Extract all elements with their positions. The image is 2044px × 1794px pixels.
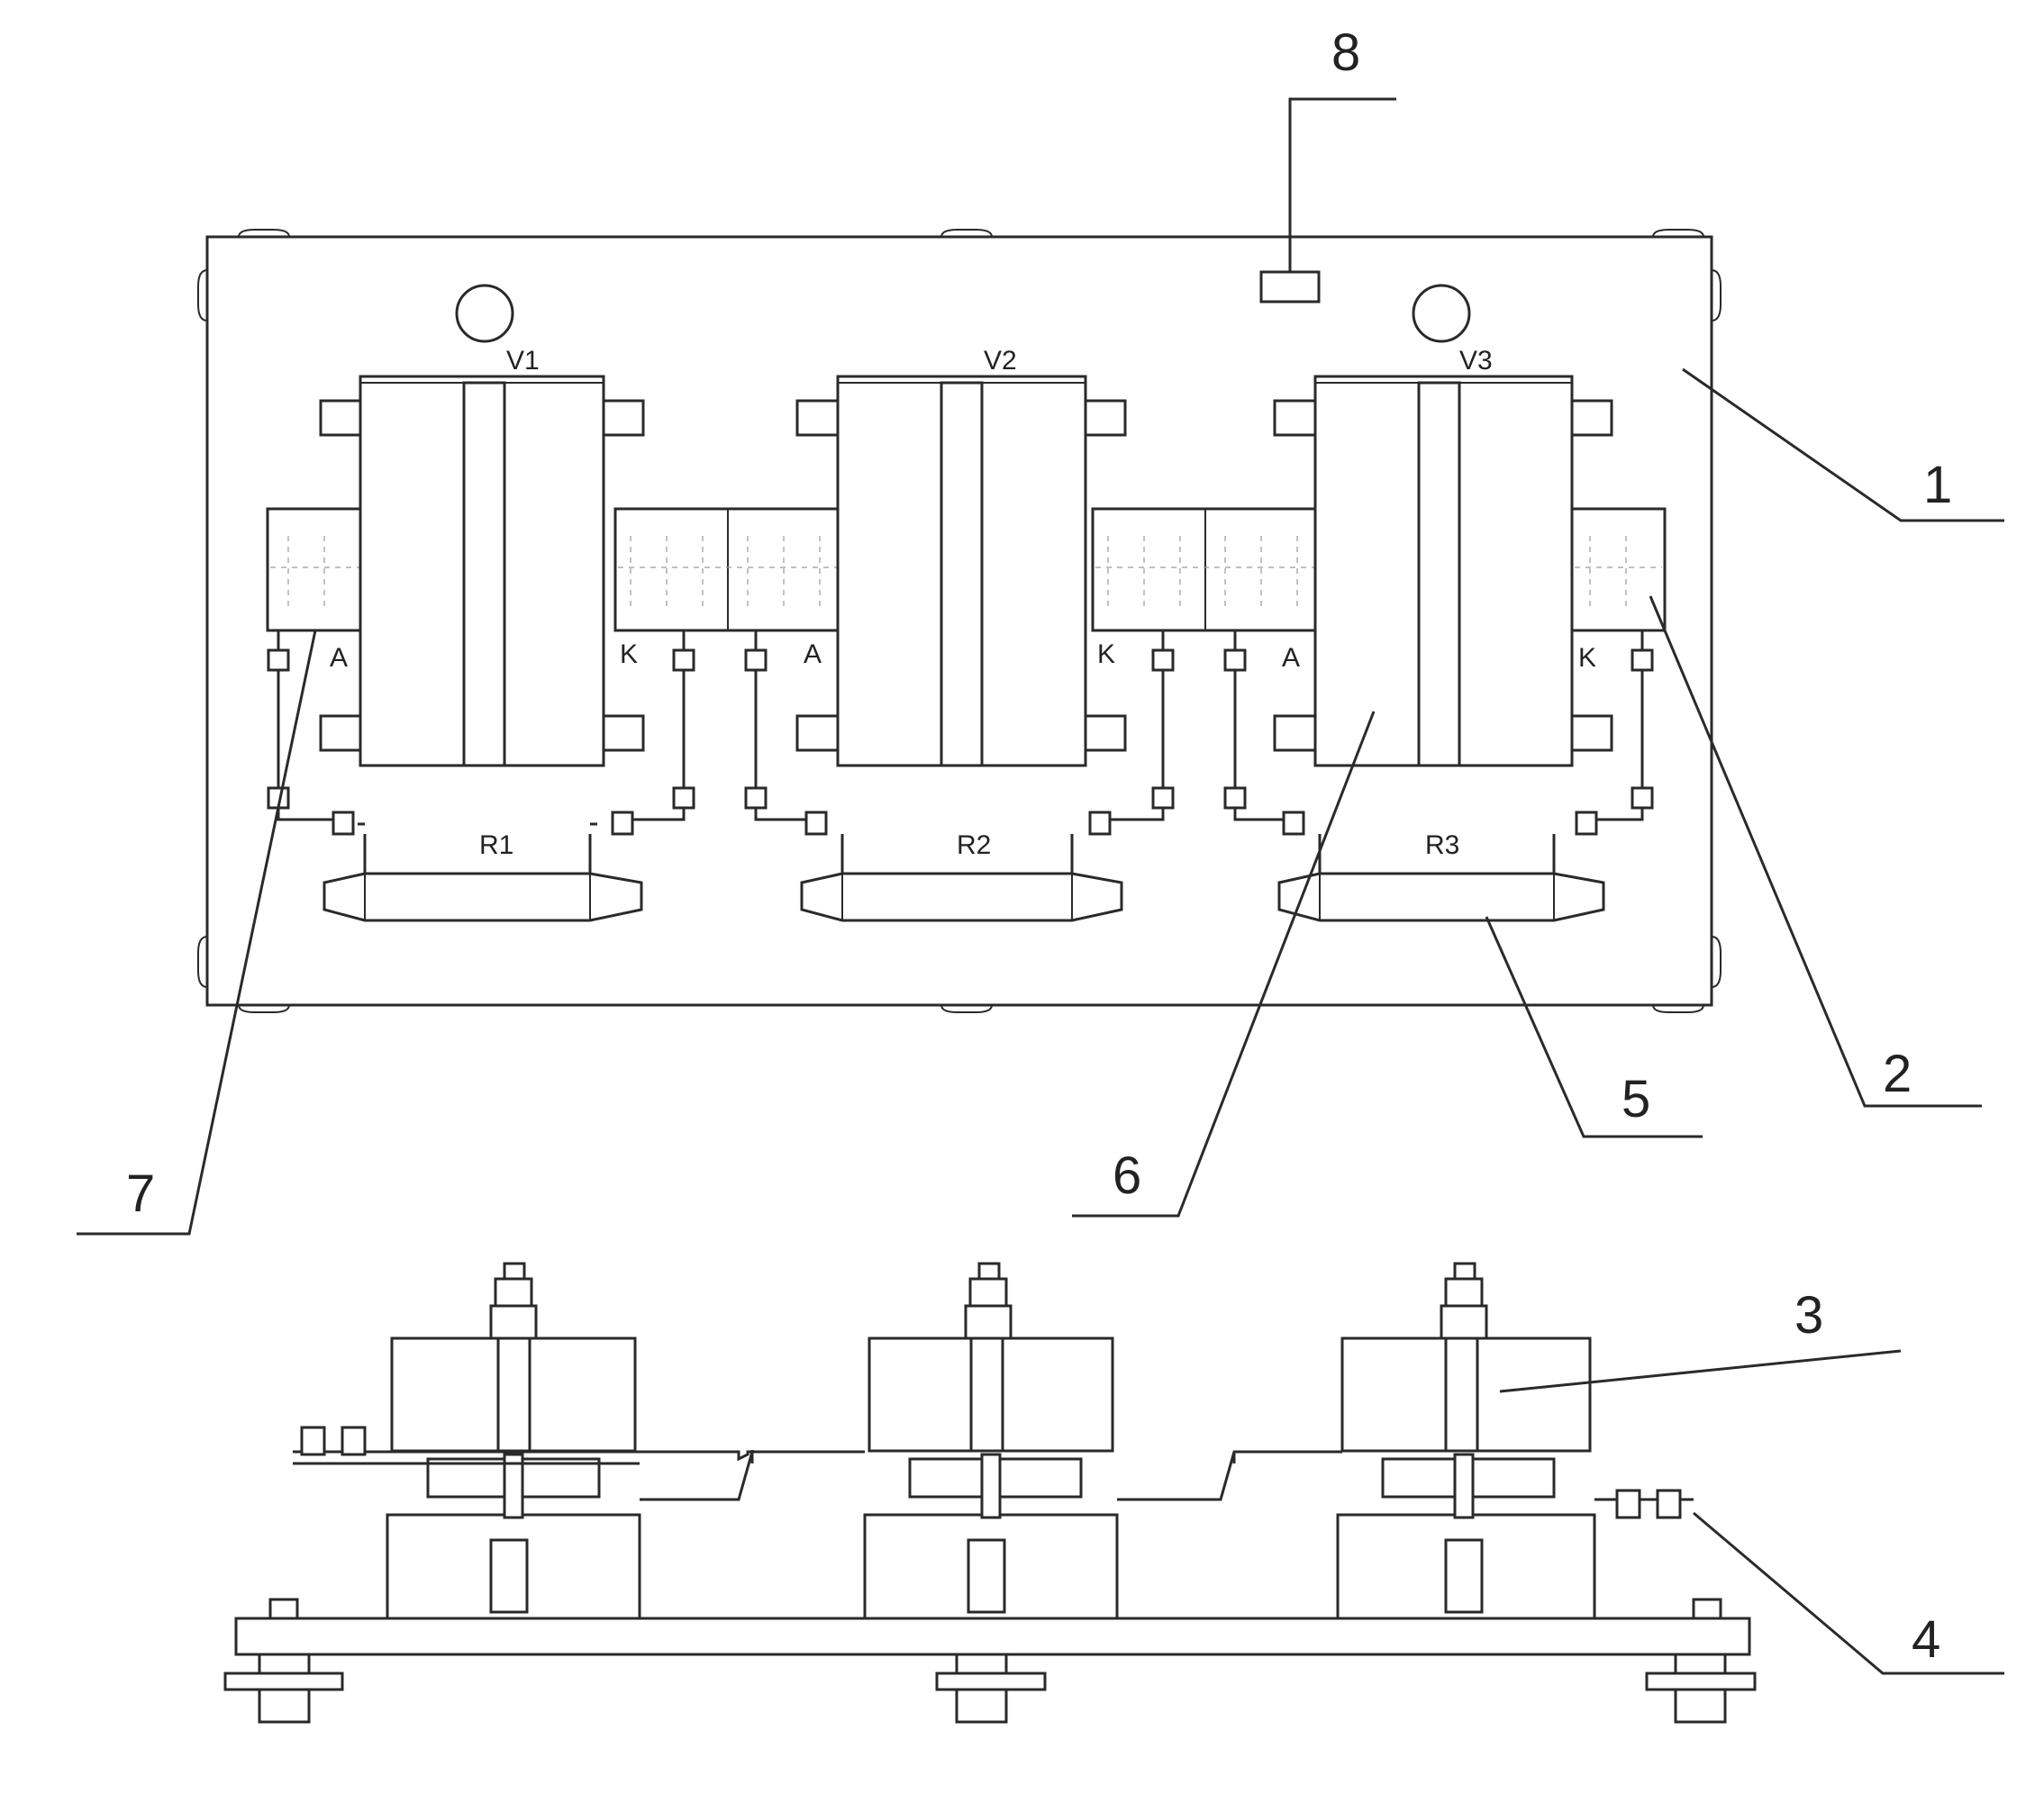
label-v3-anode: A bbox=[1282, 643, 1300, 673]
callout-6: 6 bbox=[1113, 1146, 1141, 1205]
callout-4: 4 bbox=[1912, 1610, 1940, 1669]
callout-5: 5 bbox=[1622, 1070, 1650, 1128]
side-module-2 bbox=[863, 1262, 1119, 1620]
callout-leaders bbox=[77, 97, 2004, 1675]
resistor-r1 bbox=[322, 811, 643, 922]
thyristor-v2 bbox=[795, 375, 1127, 767]
bus-bar bbox=[293, 1450, 1694, 1501]
callout-7: 7 bbox=[126, 1164, 155, 1223]
label-v2-anode: A bbox=[804, 639, 822, 669]
mounting-hole-right bbox=[1412, 284, 1471, 343]
side-module-3 bbox=[1336, 1262, 1596, 1620]
callout-8: 8 bbox=[1331, 23, 1360, 82]
side-base-bar bbox=[234, 1617, 1751, 1656]
resistor-r2 bbox=[800, 811, 1123, 922]
label-v3: V3 bbox=[1459, 346, 1493, 376]
side-bolts bbox=[300, 1426, 1682, 1519]
wiring bbox=[267, 630, 1654, 821]
mounting-hole-left bbox=[455, 284, 514, 343]
label-v3-cathode: K bbox=[1578, 643, 1596, 673]
top-view: V1 V2 V3 R1 R2 R3 A K A K A K bbox=[197, 229, 1722, 1013]
label-r2: R2 bbox=[957, 830, 991, 860]
label-r1: R1 bbox=[479, 830, 513, 860]
label-v1: V1 bbox=[506, 346, 540, 376]
side-module-1 bbox=[386, 1262, 641, 1620]
callout-2: 2 bbox=[1883, 1045, 1912, 1103]
callout-1: 1 bbox=[1923, 456, 1952, 514]
resistor-r3 bbox=[1277, 811, 1605, 922]
thyristor-v1 bbox=[319, 375, 645, 767]
side-view bbox=[223, 1262, 1757, 1724]
label-r3: R3 bbox=[1425, 830, 1459, 860]
mounting-feet bbox=[197, 229, 1722, 1013]
heatsink-blocks bbox=[266, 507, 1667, 632]
label-v2-cathode: K bbox=[1097, 639, 1115, 669]
indicator-block bbox=[1259, 270, 1321, 304]
label-v1-anode: A bbox=[330, 643, 348, 673]
thyristor-v3 bbox=[1273, 375, 1613, 767]
callout-3: 3 bbox=[1794, 1286, 1823, 1345]
label-v2: V2 bbox=[984, 346, 1017, 376]
label-v1-cathode: K bbox=[620, 639, 638, 669]
